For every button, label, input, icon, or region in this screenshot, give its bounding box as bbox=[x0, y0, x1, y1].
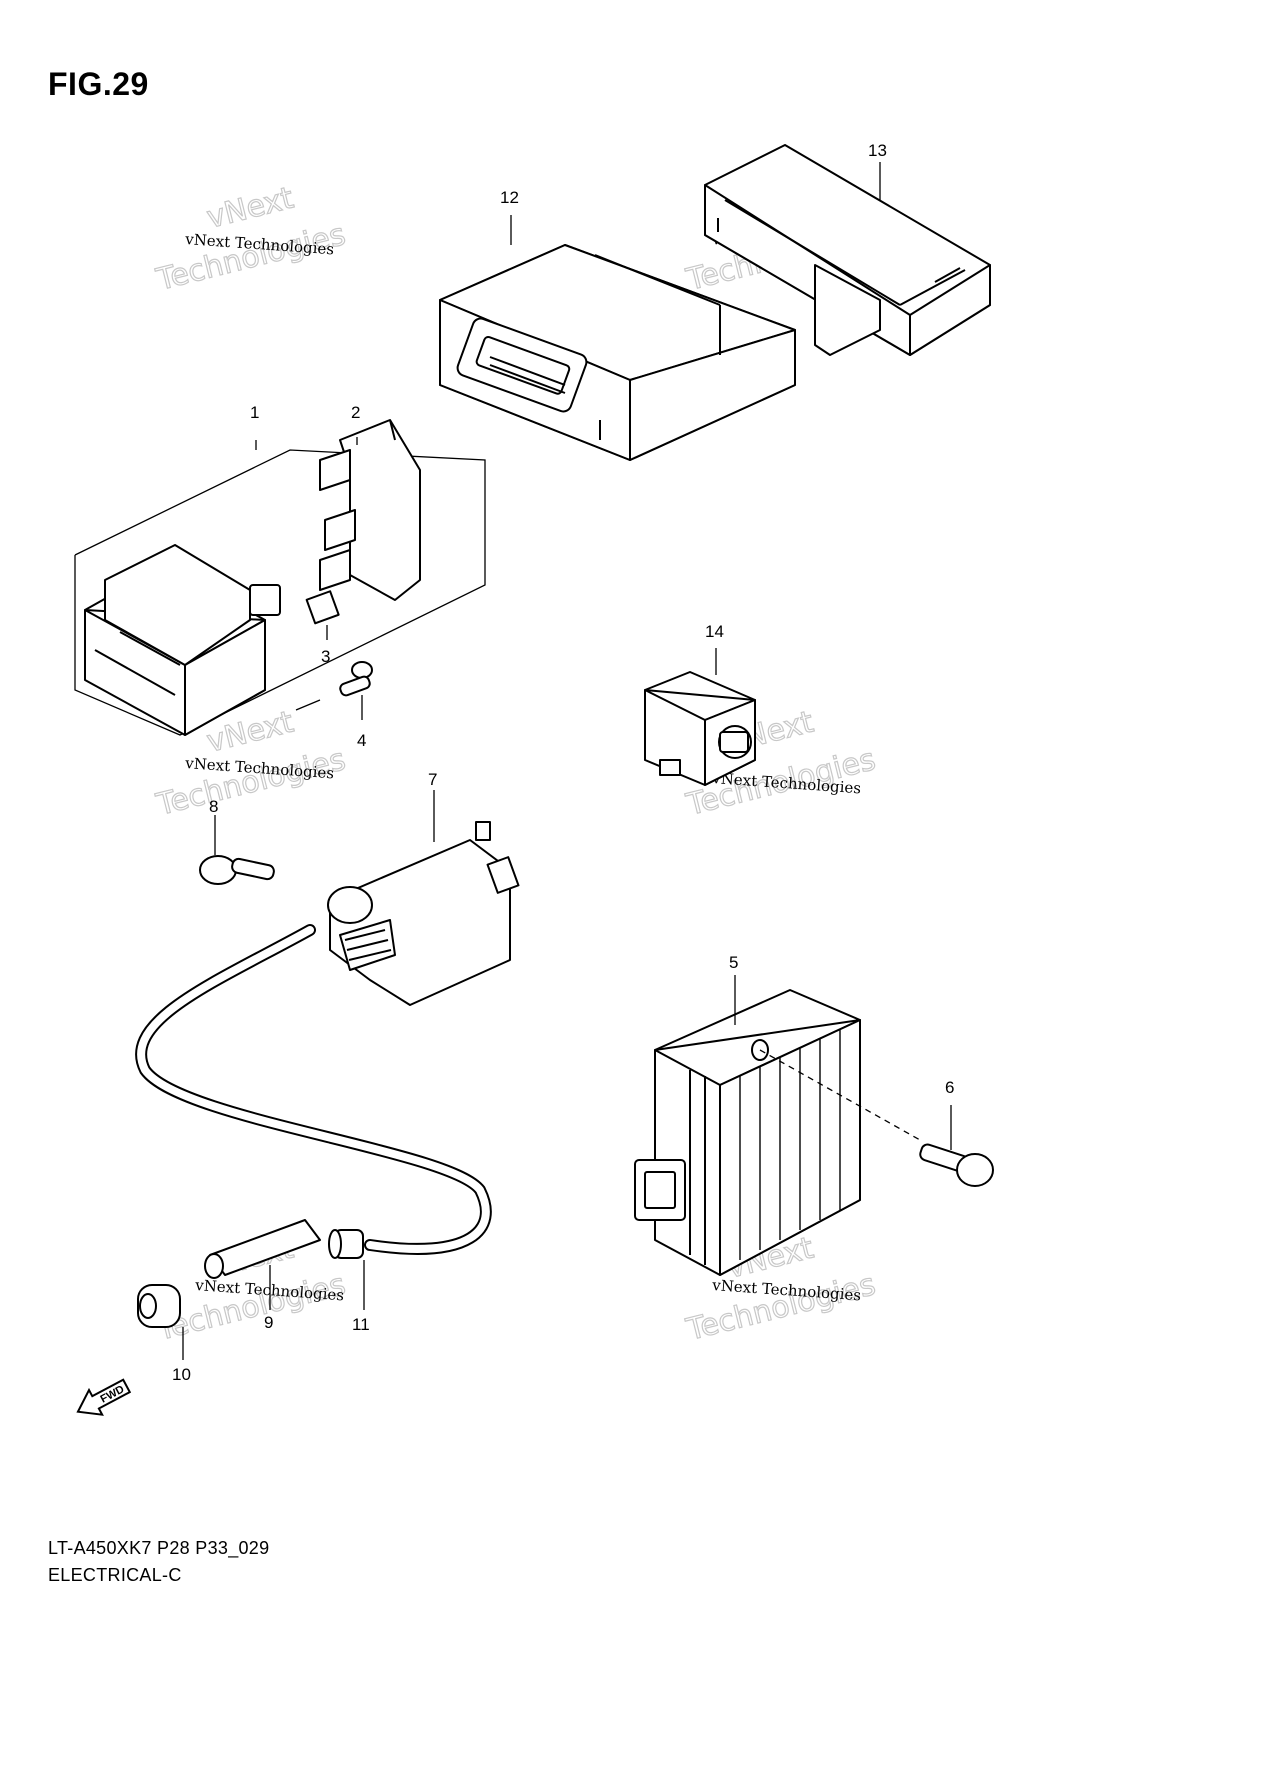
part-3-fuse bbox=[305, 590, 340, 625]
callout-7: 7 bbox=[428, 770, 437, 789]
svg-text:vNext: vNext bbox=[203, 181, 297, 236]
figure-code: LT-A450XK7 P28 P33_029 bbox=[48, 1538, 270, 1558]
part-1-assembly-box bbox=[74, 449, 486, 736]
part-1-relay bbox=[84, 544, 281, 736]
part-5-regulator bbox=[634, 989, 861, 1276]
watermark-top-left: vNext Technologies vNext Technologies bbox=[152, 180, 350, 299]
callout-6: 6 bbox=[945, 1078, 954, 1097]
part-8-bolt bbox=[199, 855, 275, 885]
callout-numbers: 1 2 3 4 5 6 7 8 9 10 11 12 13 14 bbox=[172, 141, 954, 1384]
callout-12: 12 bbox=[500, 188, 519, 207]
figure-title: FIG.29 bbox=[48, 66, 149, 102]
callout-13: 13 bbox=[868, 141, 887, 160]
part-7-ht-lead bbox=[135, 924, 492, 1255]
figure-name: ELECTRICAL-C bbox=[48, 1565, 182, 1585]
fwd-arrow: FWD bbox=[76, 1378, 132, 1416]
callout-9: 9 bbox=[264, 1313, 273, 1332]
callout-11: 11 bbox=[352, 1315, 370, 1334]
part-2-relay-cover bbox=[319, 419, 421, 601]
part-10-cap bbox=[137, 1284, 181, 1328]
part-11-seal bbox=[328, 1229, 364, 1259]
part-13-bracket bbox=[704, 144, 991, 356]
part-14-relay bbox=[644, 671, 756, 786]
part-4-screw bbox=[339, 661, 373, 697]
callout-5: 5 bbox=[729, 953, 738, 972]
callout-3: 3 bbox=[321, 647, 330, 666]
callout-8: 8 bbox=[209, 797, 218, 816]
leader-lines bbox=[182, 162, 952, 1360]
callout-4: 4 bbox=[357, 731, 366, 750]
svg-text:Technologies: Technologies bbox=[152, 742, 348, 823]
part-9-plug-cap bbox=[204, 1219, 321, 1279]
svg-text:Technologies: Technologies bbox=[152, 217, 348, 298]
callout-1: 1 bbox=[250, 403, 259, 422]
part-12-ecm bbox=[439, 244, 796, 461]
callout-2: 2 bbox=[351, 403, 360, 422]
part-7-ignition-coil bbox=[327, 821, 520, 1006]
callout-14: 14 bbox=[705, 622, 724, 641]
part-6-bolt bbox=[919, 1143, 994, 1187]
callout-10: 10 bbox=[172, 1365, 191, 1384]
